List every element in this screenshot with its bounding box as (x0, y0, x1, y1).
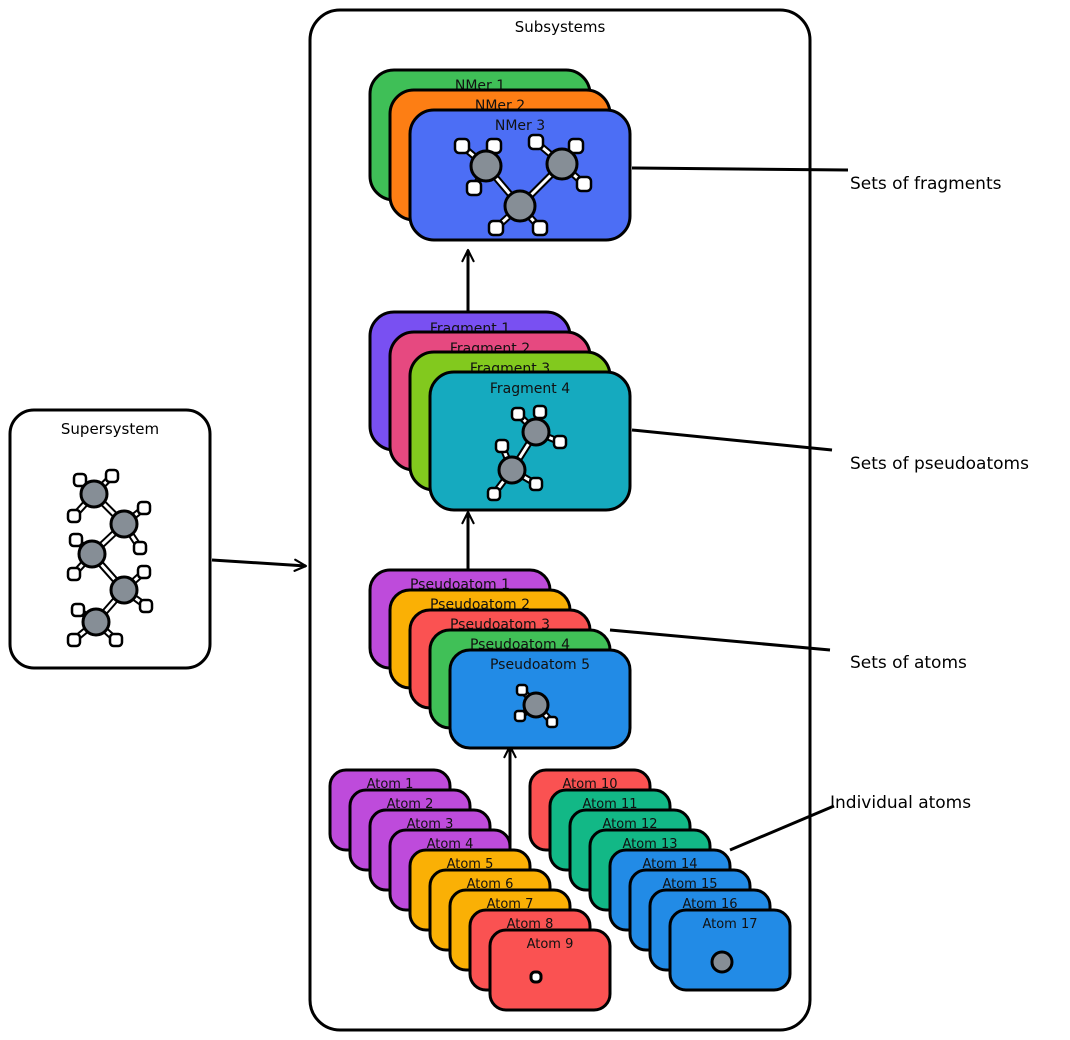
undefined-label: Atom 16 (682, 897, 737, 912)
subsystems-title: Subsystems (515, 18, 606, 36)
pseudoatoms-annotation-line (609, 628, 831, 652)
hydrogen-atom (510, 406, 526, 422)
supersystem-title: Supersystem (61, 420, 159, 438)
hydrogen-atom (108, 632, 124, 648)
carbon-atom (77, 539, 107, 569)
undefined-card: Atom 17 (668, 908, 792, 992)
undefined-label: NMer 3 (495, 118, 545, 134)
undefined-label: Atom 6 (467, 877, 514, 892)
carbon-atom (545, 147, 579, 181)
pseudoatoms-annotation: Sets of atoms (850, 653, 967, 673)
undefined-label: Fragment 4 (490, 381, 570, 397)
hydrogen-atom (515, 683, 529, 697)
hydrogen-atom (575, 175, 593, 193)
undefined-label: Atom 1 (367, 777, 414, 792)
atoms-annotation: Individual atoms (830, 793, 971, 813)
nmers-annotation-line (631, 166, 849, 172)
supersystem-molecule (66, 468, 154, 648)
fragment-molecule (486, 404, 568, 502)
hydrogen-atom (567, 137, 585, 155)
carbon-atom (497, 455, 527, 485)
hydrogen-atom (453, 137, 471, 155)
supersystem-to-subsystems-arrow (211, 558, 308, 572)
undefined-label: Atom 5 (447, 857, 494, 872)
nmer-molecule (453, 133, 593, 237)
carbon-atom (469, 149, 503, 183)
hydrogen-atom (527, 133, 545, 151)
hydrogen-atom (136, 500, 152, 516)
hydrogen-atom (132, 540, 148, 556)
undefined-label: Pseudoatom 5 (490, 657, 590, 673)
undefined-label: Atom 9 (527, 937, 574, 952)
hydrogen-atom (531, 219, 549, 237)
undefined-card: Fragment 4 (428, 370, 632, 512)
hydrogen-atom (552, 434, 568, 450)
hydrogen-atom (68, 532, 84, 548)
hydrogen-atom (545, 715, 559, 729)
undefined-label: Atom 11 (582, 797, 637, 812)
nmers-annotation: Sets of fragments (850, 174, 1002, 194)
pseudoatom-molecule (513, 683, 559, 729)
undefined-label: Atom 4 (427, 837, 474, 852)
supersystem-box: Supersystem (8, 408, 212, 670)
hydrogen-atom (66, 566, 82, 582)
hydrogen-atom (66, 632, 82, 648)
undefined-label: Atom 3 (407, 817, 454, 832)
undefined-label: Atom 17 (702, 917, 757, 932)
fragments-annotation: Sets of pseudoatoms (850, 454, 1029, 474)
hydrogen-atom (104, 468, 120, 484)
atom-stack-left: Atom 1 Atom 2 Atom 3 Atom 4 Atom 5 Atom 6 Atom… (328, 768, 612, 1012)
carbon-atom (109, 575, 139, 605)
hydrogen-atom (528, 476, 544, 492)
carbon-atom (109, 509, 139, 539)
undefined-label: Atom 14 (642, 857, 697, 872)
hydrogen-atom (136, 564, 152, 580)
fragments-annotation-line (631, 428, 833, 452)
hydrogen-atom (465, 179, 483, 197)
hydrogen-atom (487, 219, 505, 237)
hydrogen-atom (532, 404, 548, 420)
hydrogen-atom (66, 508, 82, 524)
carbon-atom (521, 417, 551, 447)
carbon-atom (79, 479, 109, 509)
hydrogen-atom (138, 598, 154, 614)
undefined-label: Atom 12 (602, 817, 657, 832)
undefined-label: Atom 13 (622, 837, 677, 852)
carbon-atom (522, 691, 550, 719)
hydrogen-atom-icon (529, 970, 543, 984)
undefined-card: Pseudoatom 5 (448, 648, 632, 750)
undefined-label: Atom 10 (562, 777, 617, 792)
undefined-label: Atom 7 (487, 897, 534, 912)
undefined-label: Atom 15 (662, 877, 717, 892)
undefined-label: Atom 8 (507, 917, 554, 932)
hydrogen-atom (72, 472, 88, 488)
hydrogen-atom (494, 438, 510, 454)
atoms-annotation-line (729, 804, 835, 852)
hydrogen-atom (486, 486, 502, 502)
atom-stack-right: Atom 10 Atom 11 Atom 12 Atom 13 Atom 14 Atom … (528, 768, 792, 992)
hydrogen-atom (70, 602, 86, 618)
undefined-card: NMer 3 (408, 108, 632, 242)
carbon-atom-icon (710, 950, 734, 974)
undefined-card: Atom 9 (488, 928, 612, 1012)
hydrogen-atom (513, 709, 527, 723)
carbon-atom (81, 607, 111, 637)
carbon-atom (503, 189, 537, 223)
undefined-label: Atom 2 (387, 797, 434, 812)
